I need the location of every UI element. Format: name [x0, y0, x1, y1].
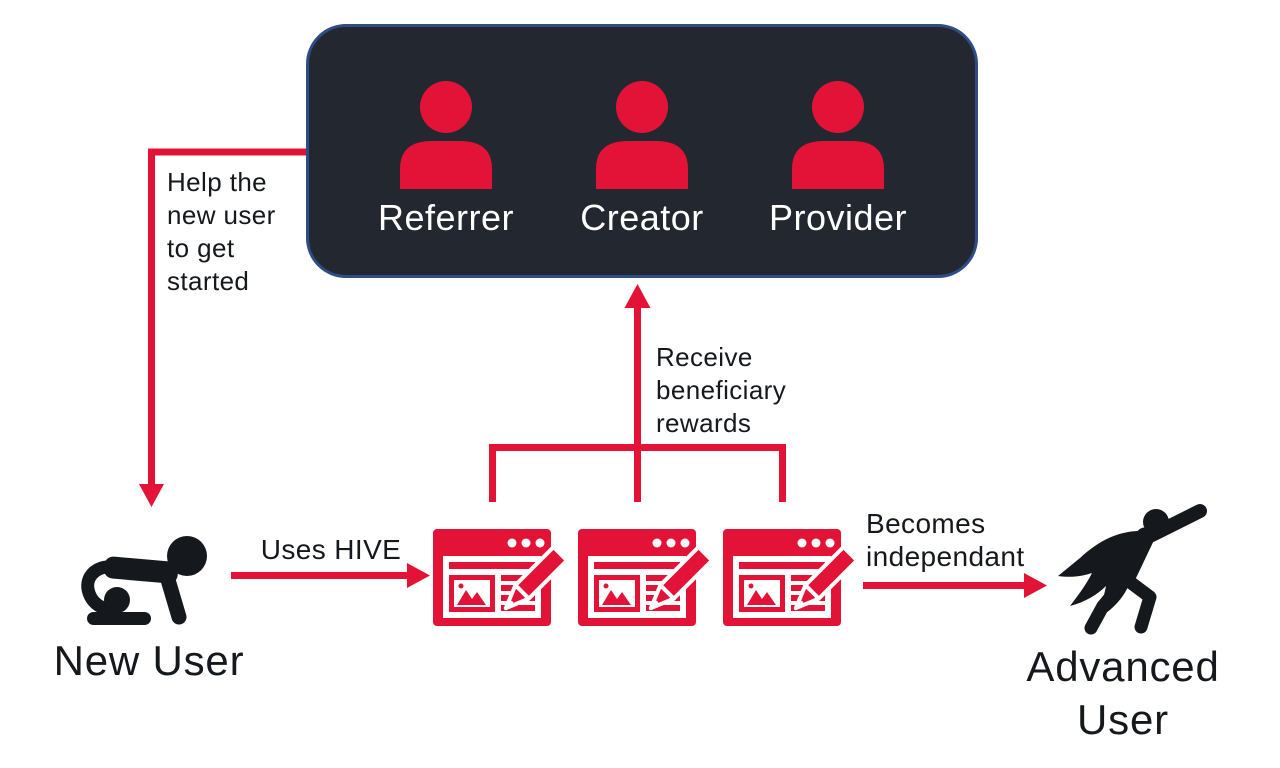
pencil-icon [503, 545, 569, 611]
help-label-line: to get [167, 233, 235, 263]
post-icon-2 [578, 529, 714, 627]
rewards-bracket [489, 444, 786, 502]
help-label-line: Help the [167, 167, 268, 197]
uses-hive-arrow-head [407, 563, 430, 588]
becomes-arrow-head [1024, 573, 1047, 598]
pencil-icon [793, 545, 859, 611]
person-icon [400, 81, 492, 189]
advanced-user-label-line: Advanced [1026, 643, 1220, 690]
rewards-label-line: rewards [656, 408, 752, 438]
crawling-baby-icon [81, 536, 207, 625]
role-label-referrer: Referrer [377, 197, 515, 238]
rewards-label: Receive beneficiary rewards [656, 341, 786, 440]
advanced-user-label: Advanced User [998, 640, 1248, 746]
blog-post-icon [723, 529, 859, 626]
person-icon [596, 81, 688, 189]
post-icon-1 [433, 529, 569, 627]
blog-post-icon [433, 529, 569, 626]
blog-post-icon [578, 529, 714, 626]
superhero-icon [1058, 504, 1207, 635]
help-label-line: started [167, 266, 250, 296]
rewards-label-line: beneficiary [656, 375, 787, 405]
role-label-provider: Provider [768, 197, 908, 238]
help-label-line: new user [167, 200, 276, 230]
becomes-label-line: Becomes [866, 508, 986, 539]
help-arrow-head [139, 484, 164, 507]
becomes-independant-label: Becomes independant [866, 507, 1025, 573]
person-icon [792, 81, 884, 189]
uses-hive-label: Uses HIVE [260, 534, 402, 565]
role-creator: Creator [558, 81, 726, 275]
post-icon-3 [723, 529, 859, 627]
role-label-creator: Creator [580, 197, 704, 238]
role-provider: Provider [754, 81, 922, 275]
becomes-label-line: independant [866, 541, 1025, 572]
role-referrer: Referrer [362, 81, 530, 275]
platform-box: Referrer Creator Provider [306, 24, 978, 278]
help-label: Help the new user to get started [167, 166, 276, 298]
pencil-icon [648, 545, 714, 611]
rewards-label-line: Receive [656, 342, 753, 372]
new-user-label: New User [53, 637, 245, 684]
rewards-arrow-head [624, 284, 651, 308]
advanced-user-label-line: User [1077, 696, 1169, 743]
